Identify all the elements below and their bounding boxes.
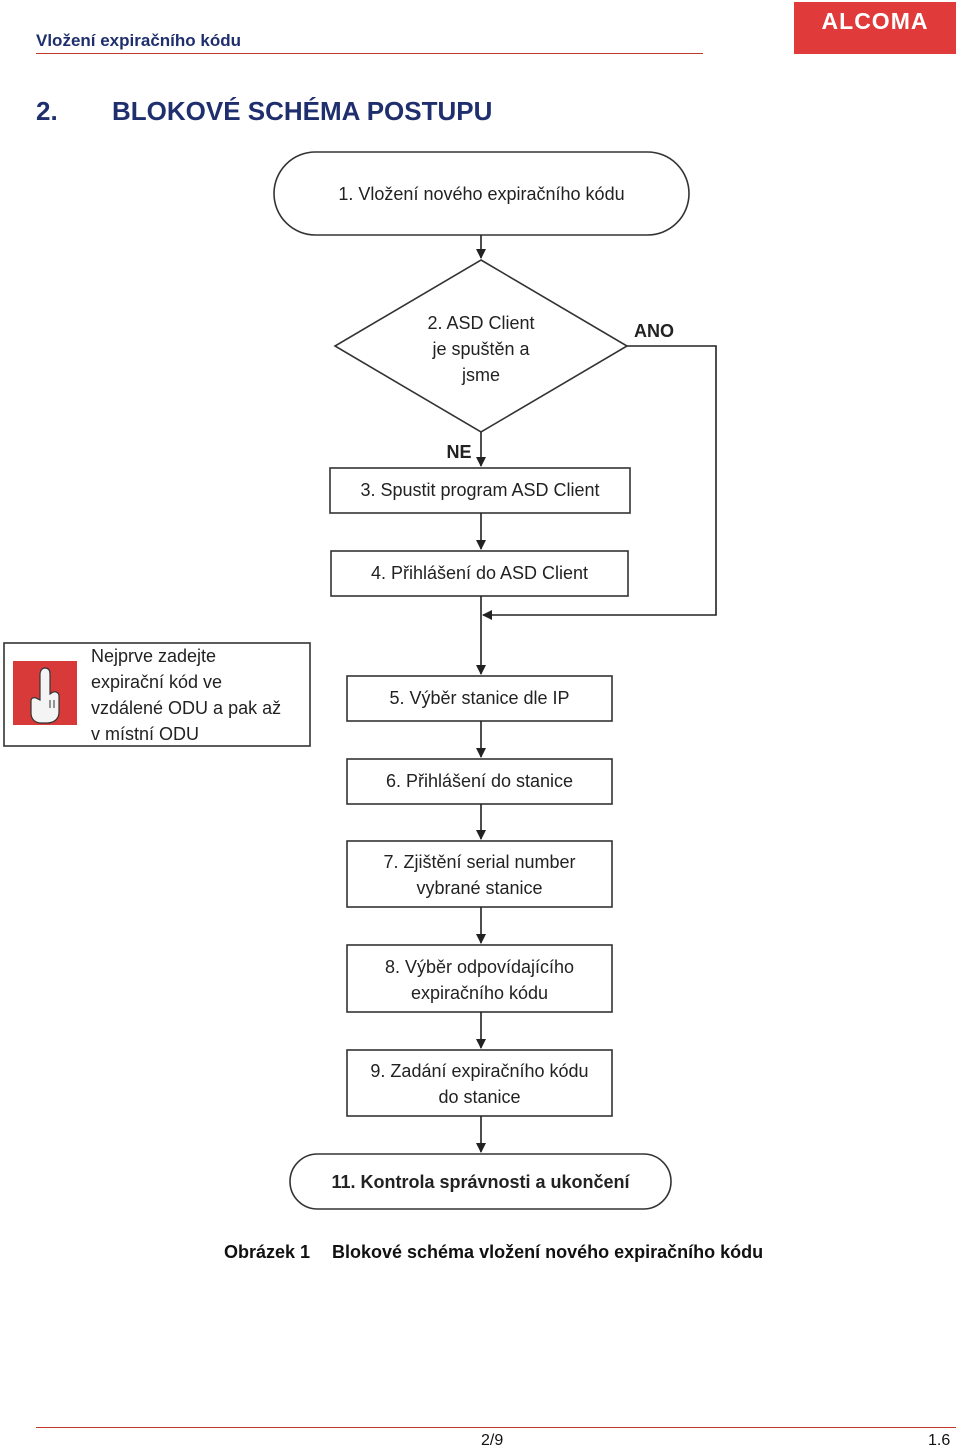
step4-box <box>330 550 629 597</box>
step8-label: 8. Výběr odpovídajícího expiračního kódu <box>347 954 612 1006</box>
step5-label: 5. Výběr stanice dle IP <box>389 688 570 708</box>
section-number: 2. <box>36 96 58 126</box>
step3-label: 3. Spustit program ASD Client <box>360 480 600 500</box>
step6-box <box>346 758 613 805</box>
step9-line-2: do stanice <box>438 1087 521 1107</box>
no-label: NE <box>446 442 472 462</box>
arrow-yes-branch <box>482 345 717 620</box>
decision-line-2: je spuštěn a <box>432 339 530 359</box>
page-number: 2/9 <box>481 1432 504 1449</box>
caption-text: Blokové schéma vložení nového expiračníh… <box>332 1242 764 1262</box>
alcoma-logo: ALCOMA <box>794 2 956 54</box>
end-terminator <box>289 1153 672 1210</box>
start-label: 1. Vložení nového expiračního kódu <box>338 184 625 204</box>
step7-line-1: 7. Zjištění serial number <box>383 852 576 872</box>
step7-line-2: vybrané stanice <box>416 878 543 898</box>
document-version: 1.6 <box>928 1432 951 1449</box>
note-line-1: Nejprve zadejte <box>91 646 217 666</box>
step4-label: 4. Přihlášení do ASD Client <box>370 563 589 583</box>
step9-label: 9. Zadání expiračního kódu do stanice <box>347 1058 612 1110</box>
document-header-title: Vložení expiračního kódu <box>36 31 241 50</box>
step9-line-1: 9. Zadání expiračního kódu <box>370 1061 589 1081</box>
header-rule <box>36 53 703 54</box>
step7-box <box>346 840 613 908</box>
decision-label: 2. ASD Client je spuštěn a jsme <box>396 310 566 388</box>
yes-label: ANO <box>634 321 674 341</box>
step8-box <box>346 944 613 1013</box>
step3-box <box>329 467 631 514</box>
caption-label: Obrázek 1 <box>224 1242 311 1262</box>
decision-line-1: 2. ASD Client <box>427 313 535 333</box>
note-line-2: expirační kód ve <box>91 672 223 692</box>
step9-box <box>346 1049 613 1117</box>
step8-line-1: 8. Výběr odpovídajícího <box>384 957 575 977</box>
step6-label: 6. Přihlášení do stanice <box>385 771 574 791</box>
end-label: 11. Kontrola správnosti a ukončení <box>331 1172 630 1192</box>
note-line-3: vzdálené ODU a pak až <box>91 698 282 718</box>
decision-line-3: jsme <box>461 365 500 385</box>
section-title: BLOKOVÉ SCHÉMA POSTUPU <box>112 96 493 126</box>
note-line-4: v místní ODU <box>91 724 200 744</box>
footer-rule <box>36 1427 956 1428</box>
step5-box <box>346 675 613 722</box>
step7-label: 7. Zjištění serial number vybrané stanic… <box>347 849 612 901</box>
step8-line-2: expiračního kódu <box>410 983 549 1003</box>
note-text: Nejprve zadejte expirační kód ve vzdálen… <box>91 643 281 747</box>
section-heading: 2. BLOKOVÉ SCHÉMA POSTUPU <box>36 96 492 127</box>
pointing-hand-icon <box>13 661 77 725</box>
